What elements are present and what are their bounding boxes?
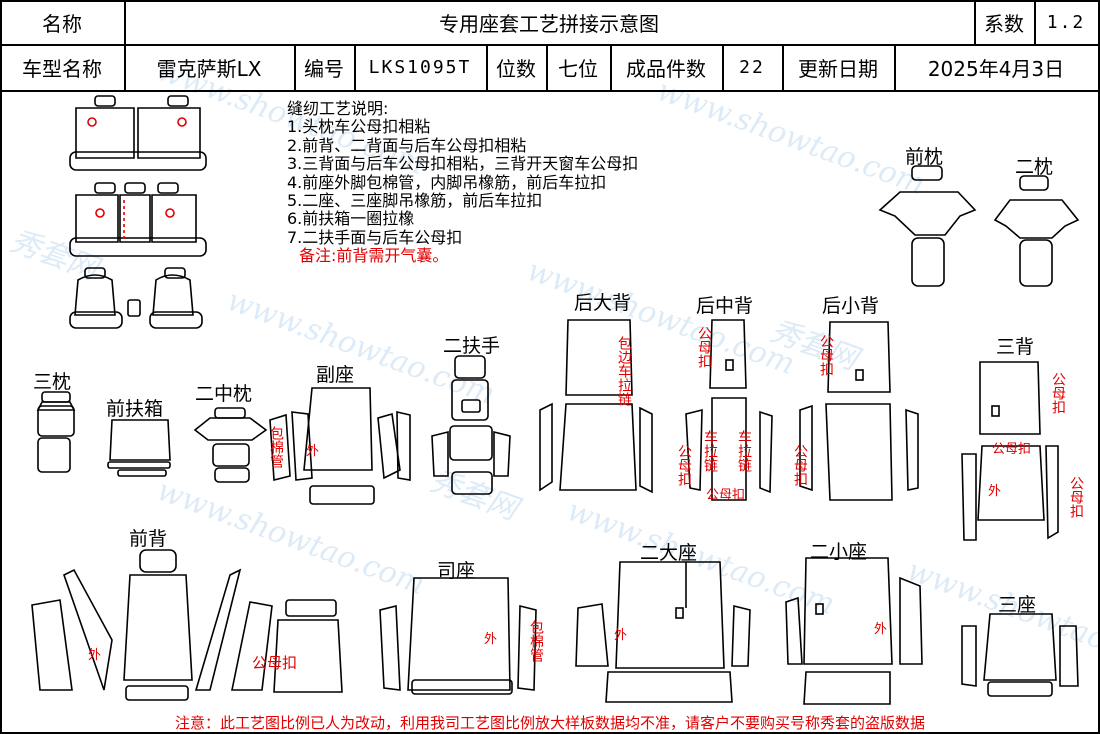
annotation-cotton-tube: 包棉管: [268, 426, 284, 468]
seats-value: 七位: [546, 44, 612, 92]
label-second-small-seat: 二小座: [810, 541, 868, 563]
annotation-outer: 外: [874, 622, 888, 637]
car-overview: [69, 95, 207, 329]
annotation-snap: 公母扣: [252, 654, 298, 672]
label-second-big-seat: 二大座: [640, 542, 698, 564]
pieces-value: 22: [722, 44, 784, 92]
note-item: 2.前背、二背面与后车公母扣相粘: [287, 135, 527, 155]
date-label: 更新日期: [782, 44, 896, 92]
second-headrest-pattern: [993, 175, 1080, 287]
annotation-pull-snap: 车拉链: [702, 430, 718, 472]
label-third-seat: 三座: [998, 594, 1037, 616]
note-item: 6.前扶箱一圈拉橡: [287, 209, 415, 229]
label-driver-seat: 司座: [437, 560, 476, 582]
annotation-outer: 外: [614, 628, 628, 643]
date-value: 2025年4月3日: [894, 44, 1100, 92]
label-front-headrest: 前枕: [905, 146, 944, 168]
notes-title: 缝纫工艺说明:: [287, 99, 389, 118]
annotation-pull-snap: 车拉链: [736, 430, 752, 472]
code-value: LKS1095T: [354, 44, 488, 92]
label-second-headrest: 二枕: [1015, 156, 1054, 178]
second-small-seat-pattern: [785, 557, 923, 705]
rear-small-back-pattern: [799, 321, 919, 501]
annotation-snap: 公母扣: [1050, 372, 1066, 414]
annotation-snap: 公母扣: [696, 326, 712, 368]
label-front-back: 前背: [129, 528, 168, 550]
front-back-side-panel: [273, 599, 343, 693]
annotation-snap: 公母扣: [676, 444, 692, 486]
second-armrest-pattern: [431, 355, 511, 495]
label-rear-small-back: 后小背: [822, 295, 880, 317]
note-item: 4.前座外脚包棉管，内脚吊橡筋，前后车拉扣: [287, 172, 607, 192]
driver-seat-pattern: [379, 577, 537, 695]
label-third-headrest: 三枕: [33, 371, 72, 393]
label-passenger-seat: 副座: [316, 364, 355, 386]
sewing-notes: 缝纫工艺说明: 1.头枕车公母扣相粘 2.前背、二背面与后车公母扣相粘 3.三背…: [287, 99, 639, 266]
third-seat-pattern: [961, 613, 1079, 697]
annotation-outer: 外: [306, 444, 320, 459]
model-label: 车型名称: [0, 44, 126, 92]
label-rear-big-back: 后大背: [574, 292, 632, 314]
diagram-title: 专用座套工艺拼接示意图: [124, 0, 976, 46]
note-item: 5.二座、三座脚吊橡筋，前后车拉扣: [287, 191, 543, 211]
note-item: 1.头枕车公母扣相粘: [287, 117, 431, 137]
front-back-pattern: [31, 549, 273, 701]
annotation-outer: 外: [88, 648, 102, 663]
code-label: 编号: [294, 44, 356, 92]
annotation-outer: 外: [988, 484, 1002, 499]
front-armbox-pattern: [107, 419, 171, 477]
label-second-mid-headrest: 二中枕: [195, 383, 253, 405]
coef-label: 系数: [974, 0, 1036, 46]
label-front-armbox: 前扶箱: [106, 398, 164, 420]
label-second-armrest: 二扶手: [443, 335, 501, 357]
pieces-label: 成品件数: [610, 44, 724, 92]
model-value: 雷克萨斯LX: [124, 44, 296, 92]
annotation-snap: 公母扣: [1068, 476, 1084, 518]
name-label: 名称: [0, 0, 126, 46]
label-rear-mid-back: 后中背: [696, 295, 754, 317]
seats-label: 位数: [486, 44, 548, 92]
notes-remark: 备注:前背需开气囊。: [299, 246, 449, 266]
annotation-cotton-tube: 包棉管: [528, 620, 544, 662]
note-item: 3.三背面与后车公母扣相粘，三背开天窗车公母扣: [287, 154, 639, 174]
front-headrest-pattern: [878, 165, 977, 287]
passenger-seat-pattern: [269, 387, 411, 505]
third-headrest-pattern: [36, 391, 76, 473]
copyright-notice: 注意：此工艺图比例已人为改动，利用我司工艺图比例放大样板数据均不准，请客户不要购…: [174, 714, 925, 732]
annotation-snap: 公母扣: [818, 334, 834, 376]
second-mid-headrest-pattern: [193, 407, 268, 483]
header-table: 名称 专用座套工艺拼接示意图 系数 1.2 车型名称 雷克萨斯LX 编号 LKS…: [0, 0, 1100, 92]
third-back-pattern: [961, 361, 1059, 541]
second-big-seat-pattern: [575, 561, 751, 703]
annotation-edge-pull: 包边车拉链: [616, 336, 632, 406]
rear-big-back-pattern: [539, 319, 653, 494]
annotation-outer: 外: [484, 632, 498, 647]
note-item: 7.二扶手面与后车公母扣: [287, 227, 463, 247]
label-third-back: 三背: [996, 336, 1035, 358]
rear-mid-back-pattern: [685, 319, 773, 501]
annotation-mother-snap: 公母扣: [706, 488, 746, 503]
annotation-snap: 公母扣: [792, 444, 808, 486]
annotation-snap: 公母扣: [992, 442, 1032, 457]
